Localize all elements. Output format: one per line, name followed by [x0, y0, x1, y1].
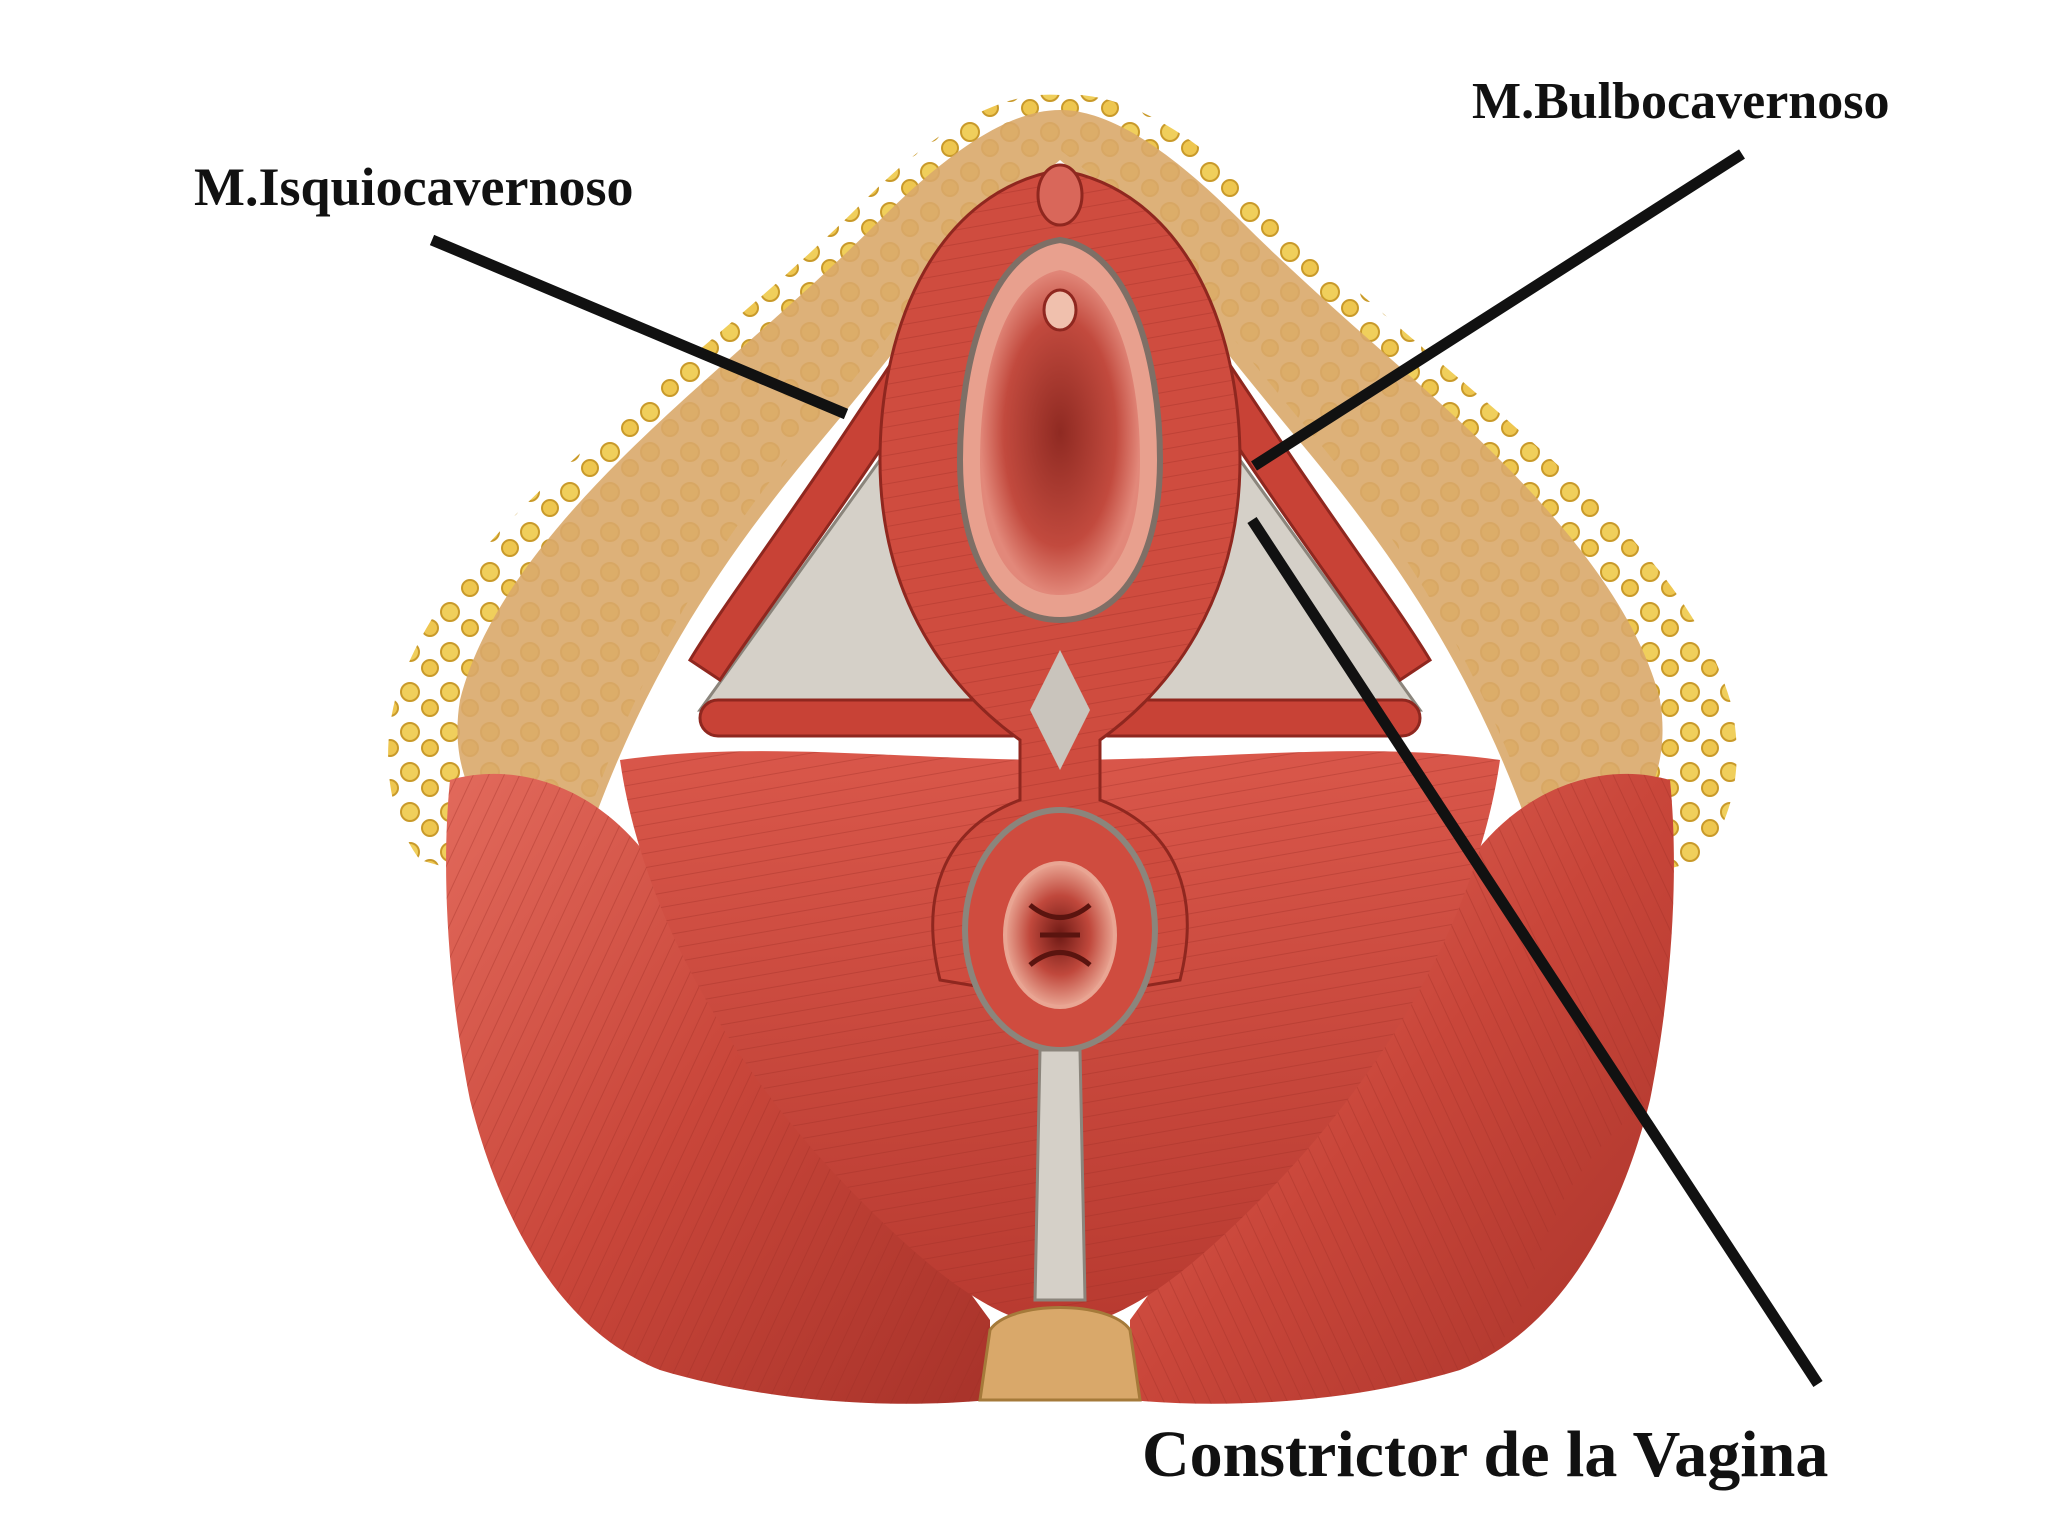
label-constrictor-vagina: Constrictor de la Vagina [1142, 1418, 1829, 1491]
clitoris [1036, 163, 1084, 227]
perineal-body [1030, 650, 1090, 770]
vaginal-lumen [980, 270, 1140, 595]
anal-folds [1028, 903, 1092, 967]
label-bulbocavernoso: M.Bulbocavernoso [1472, 73, 1890, 130]
left-gluteal-fibers [446, 773, 990, 1404]
anococcygeal-ligament [1033, 1048, 1087, 1302]
leader-line-bulbocavernoso [1251, 149, 1745, 471]
skin-border [457, 110, 1663, 860]
leader-line-isquiocavernoso [429, 234, 849, 420]
label-isquiocavernoso: M.Isquiocavernoso [194, 157, 634, 217]
urethral-opening [1042, 288, 1078, 332]
coccyx [978, 1306, 1142, 1402]
right-gluteal-fibers [1130, 773, 1674, 1404]
leader-line-constrictor [1247, 516, 1823, 1388]
